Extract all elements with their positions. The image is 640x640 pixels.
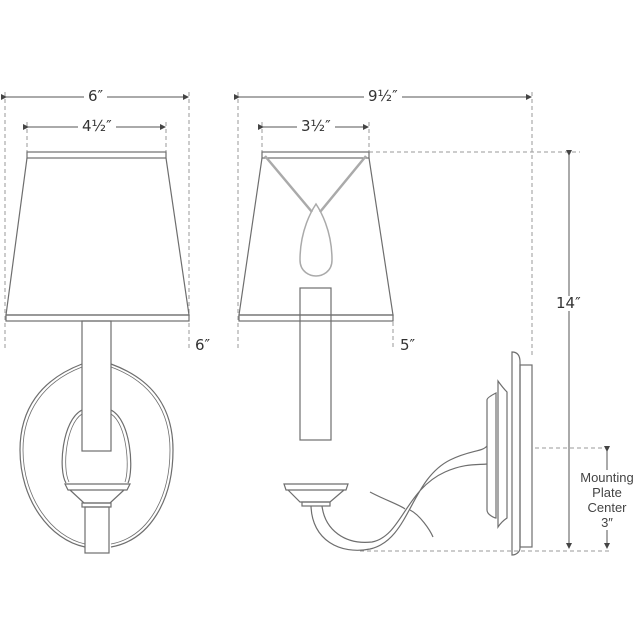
front-overall-width-label: 6″ (84, 89, 108, 104)
mounting-plate-center-note: Mounting Plate Center 3″ (574, 470, 640, 530)
side-bobeche (283, 483, 349, 503)
side-shade-height-label: 5″ (396, 338, 420, 353)
mounting-line-1: Mounting (580, 470, 634, 485)
front-backplate (19, 363, 174, 548)
mounting-line-2: Plate (592, 485, 622, 500)
mounting-value: 3″ (601, 515, 613, 530)
front-candle-column (81, 320, 112, 452)
overall-height-label: 14″ (552, 296, 585, 311)
front-view (1, 92, 190, 554)
front-bobeche (64, 483, 131, 504)
front-shade-top-width-label: 4½″ (78, 119, 116, 134)
mounting-line-3: Center (587, 500, 627, 515)
front-shade (5, 151, 190, 322)
side-overall-depth-label: 9½″ (364, 89, 402, 104)
side-arm (310, 445, 488, 551)
side-backplate (486, 351, 533, 556)
front-shade-height-label: 6″ (191, 338, 215, 353)
front-arm-loop (61, 409, 132, 484)
flame (299, 202, 333, 277)
side-shade-top-width-label: 3½″ (297, 119, 335, 134)
side-view (234, 92, 612, 556)
side-candle-column (299, 287, 332, 441)
side-shade (238, 151, 394, 322)
